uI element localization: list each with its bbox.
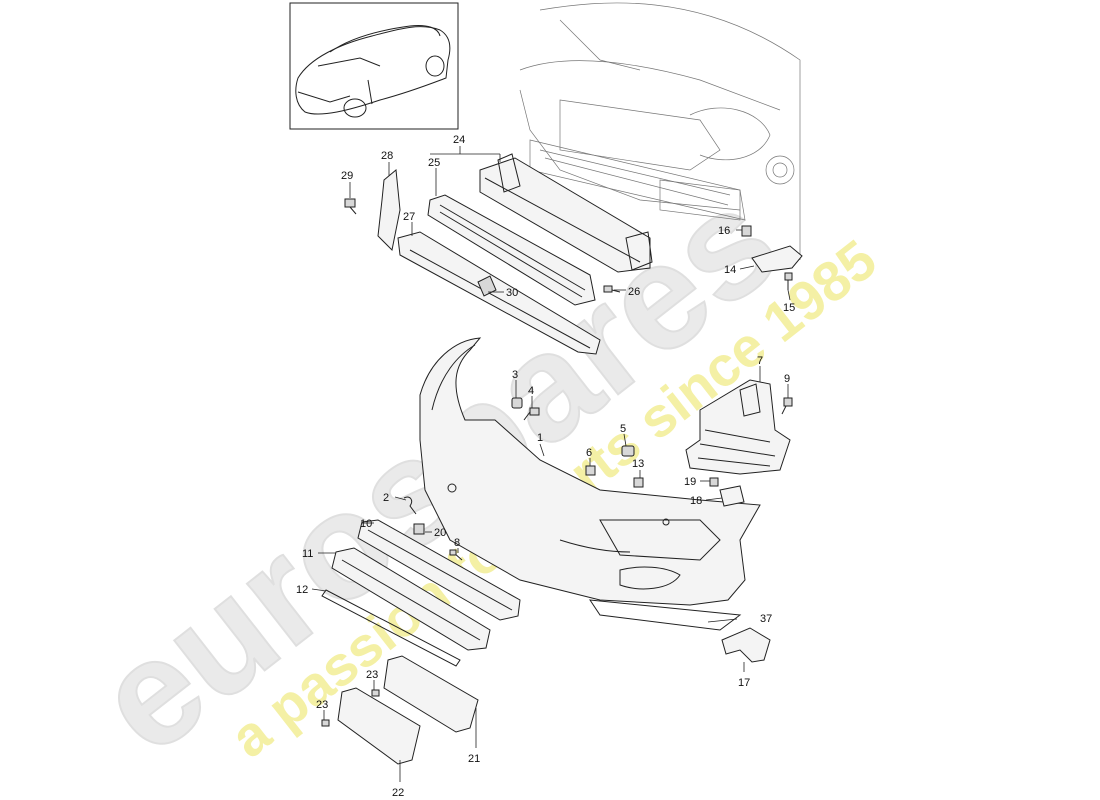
part-clip-6 <box>585 465 596 476</box>
part-energy-absorber <box>427 194 596 306</box>
part-corner-trim <box>721 627 771 663</box>
callout-4: 4 <box>528 385 534 397</box>
part-impact-beam <box>479 153 653 273</box>
callout-29: 29 <box>341 170 353 182</box>
callout-labels: 1 2 3 4 5 6 7 8 9 10 11 12 13 14 15 16 1… <box>296 134 795 799</box>
part-clip-2 <box>403 496 417 515</box>
part-clip-13 <box>633 477 644 488</box>
part-screw-23a <box>371 689 380 697</box>
part-bumper-cover <box>419 337 761 631</box>
part-screw-15 <box>784 272 793 290</box>
callout-17: 17 <box>738 677 750 689</box>
part-pin-8 <box>449 549 463 561</box>
leader-lines <box>311 146 791 782</box>
callout-11: 11 <box>302 548 313 560</box>
part-screw-23b <box>321 719 330 727</box>
part-clip-3 <box>511 397 523 409</box>
part-screw-9 <box>781 397 793 415</box>
callout-8: 8 <box>454 537 460 549</box>
callout-6: 6 <box>586 447 592 459</box>
part-grille-12 <box>321 589 461 667</box>
callout-15: 15 <box>783 302 795 314</box>
callout-26: 26 <box>628 286 640 298</box>
callout-19: 19 <box>684 476 696 488</box>
callout-3: 3 <box>512 369 518 381</box>
part-plate-holder-21 <box>383 655 479 733</box>
callout-20: 20 <box>434 527 446 539</box>
callout-30: 30 <box>506 287 518 299</box>
callout-14: 14 <box>724 264 736 276</box>
callout-12: 12 <box>296 584 308 596</box>
callout-27: 27 <box>403 211 415 223</box>
callout-37: 37 <box>760 613 772 625</box>
callout-16: 16 <box>718 225 730 237</box>
callout-7: 7 <box>757 355 763 367</box>
callout-28: 28 <box>381 150 393 162</box>
part-clip-19 <box>709 477 719 487</box>
part-plate-holder-22 <box>337 687 421 765</box>
callout-5: 5 <box>620 423 626 435</box>
part-screw-29 <box>344 198 357 215</box>
front-body-reference <box>519 2 801 260</box>
callout-18: 18 <box>690 495 702 507</box>
car-overview-icon <box>295 25 451 118</box>
callout-22: 22 <box>392 787 404 799</box>
part-clip-5 <box>621 445 635 457</box>
callout-13: 13 <box>632 458 644 470</box>
part-bracket-16 <box>741 225 752 237</box>
part-grille-11 <box>331 547 491 651</box>
part-air-duct <box>685 379 791 475</box>
callout-23b: 23 <box>316 699 328 711</box>
part-bracket-14 <box>751 245 803 273</box>
part-side-bracket <box>377 169 401 252</box>
callout-1: 1 <box>537 432 543 444</box>
callout-23a: 23 <box>366 669 378 681</box>
part-clip-30 <box>477 275 497 297</box>
part-cap-18 <box>719 485 745 507</box>
callout-25: 25 <box>428 157 440 169</box>
callout-10: 10 <box>360 518 372 530</box>
callout-21: 21 <box>468 753 480 765</box>
part-screw-4 <box>523 407 540 421</box>
callout-9: 9 <box>784 373 790 385</box>
part-screw-26 <box>603 285 621 293</box>
part-grille-10 <box>357 519 521 621</box>
part-clip-20 <box>413 523 425 535</box>
vehicle-thumbnail <box>289 2 459 130</box>
part-lower-carrier <box>397 231 601 355</box>
callout-24: 24 <box>453 134 465 146</box>
callout-2: 2 <box>383 492 389 504</box>
